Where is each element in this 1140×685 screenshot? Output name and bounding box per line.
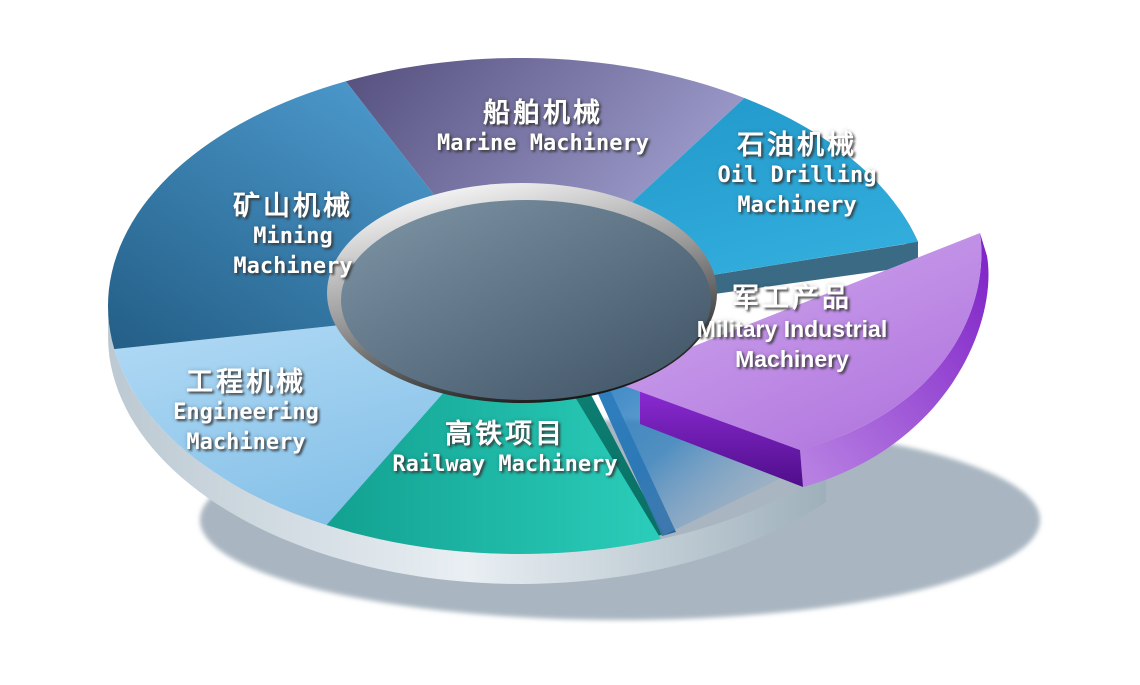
slice-railway: [326, 306, 661, 554]
slice-marine: [345, 58, 745, 306]
slice-military-side-left: [640, 391, 803, 487]
oil-cut-band: [700, 242, 918, 296]
pie-side-rim: [108, 310, 827, 584]
slice-military: [608, 233, 982, 450]
slice-military-side-outer: [800, 233, 989, 487]
donut-hole-face: [341, 200, 711, 400]
